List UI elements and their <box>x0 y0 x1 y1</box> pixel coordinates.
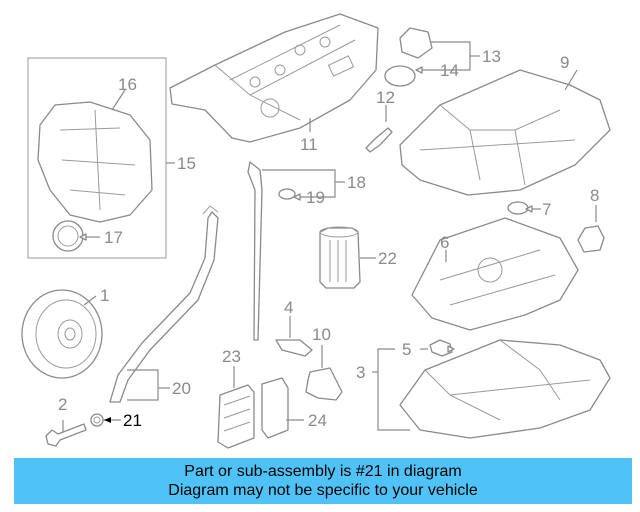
callout-2: 2 <box>58 395 67 414</box>
part-23-oil-cooler <box>217 384 255 449</box>
part-5-drain-plug <box>429 339 453 357</box>
part-7-plug <box>507 201 529 215</box>
callout-1: 1 <box>100 286 109 305</box>
callout-19: 19 <box>306 188 325 207</box>
callout-18: 18 <box>347 173 366 192</box>
callout-3: 3 <box>356 363 365 382</box>
timing-cover-frame <box>27 57 167 259</box>
banner-line-2: Diagram may not be specific to your vehi… <box>168 482 478 499</box>
callout-17: 17 <box>104 228 123 247</box>
callout-5: 5 <box>402 340 411 359</box>
part-21-o-ring <box>90 413 104 427</box>
part-11-valve-cover <box>169 13 379 143</box>
callout-21: 21 <box>123 411 142 430</box>
callout-4: 4 <box>284 298 293 317</box>
arrow-21 <box>104 417 111 423</box>
arrow-19 <box>293 193 301 201</box>
part-14-cap-seal <box>384 65 416 87</box>
callout-12: 12 <box>376 88 395 107</box>
callout-24: 24 <box>308 411 327 430</box>
callout-6: 6 <box>440 233 449 252</box>
leader-lines <box>62 41 597 432</box>
part-19-dipstick-seal <box>278 188 296 200</box>
arrow-5 <box>447 345 455 353</box>
callout-22: 22 <box>378 249 397 268</box>
callout-23: 23 <box>222 347 241 366</box>
arrow-17 <box>79 233 87 241</box>
callout-8: 8 <box>590 186 599 205</box>
part-24-gasket <box>261 377 289 439</box>
part-1-pulley <box>21 289 103 379</box>
callout-16: 16 <box>118 75 137 94</box>
part-13-filler-cap <box>399 27 433 59</box>
part-6-baffle <box>411 217 579 331</box>
callout-7: 7 <box>542 200 551 219</box>
part-4-bracket <box>275 339 313 357</box>
part-9-oil-pan-upper <box>399 69 611 196</box>
info-banner: Part or sub-assembly is #21 in diagram D… <box>14 458 632 504</box>
callout-9: 9 <box>560 53 569 72</box>
callout-15: 15 <box>177 154 196 173</box>
part-20-dipstick-tube <box>109 211 219 403</box>
arrow-7 <box>525 205 533 213</box>
callout-14: 14 <box>440 61 459 80</box>
part-12-sensor <box>365 127 393 153</box>
banner-line-1: Part or sub-assembly is #21 in diagram <box>184 463 462 480</box>
callout-20: 20 <box>172 379 191 398</box>
callout-11: 11 <box>300 135 318 154</box>
part-8-cap <box>577 225 605 253</box>
part-10-level-sensor <box>305 367 343 401</box>
part-2-bolt <box>45 423 87 447</box>
arrow-14 <box>415 66 423 74</box>
callout-13: 13 <box>482 47 501 66</box>
part-18-dipstick <box>247 161 263 341</box>
callout-10: 10 <box>312 325 331 344</box>
